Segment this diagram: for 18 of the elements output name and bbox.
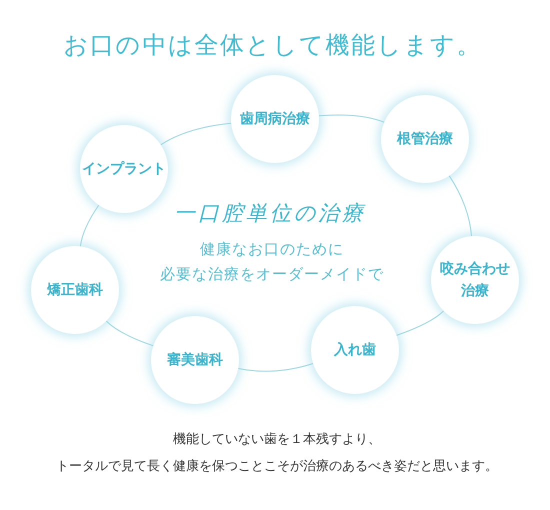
- caption-text: 機能していない歯を１本残すより、トータルで見て長く健康を保つことこそが治療のあるべき姿だと思います。: [56, 431, 498, 476]
- topic-circle: 歯周病治療: [231, 75, 319, 163]
- topic-circle: 咬み合わせ治療: [431, 236, 519, 324]
- connector-line: [396, 310, 444, 336]
- connector-line: [448, 175, 472, 237]
- topic-circle: 根管治療: [381, 95, 469, 183]
- connector-line: [238, 363, 314, 372]
- topic-circle: 入れ歯: [311, 306, 399, 394]
- topic-circle: 審美歯科: [151, 316, 239, 404]
- topic-circle: インプラント: [80, 125, 168, 213]
- topic-circle: 矯正歯科: [31, 246, 119, 334]
- connector-line: [106, 320, 154, 346]
- title: お口の中は全体として機能します。: [64, 30, 482, 61]
- tagline: 健康なお口のために必要な治療をオーダーメイドで: [159, 239, 385, 285]
- connector-line: [318, 114, 385, 123]
- connector-line: [160, 122, 232, 146]
- subheading: 一口腔単位の治療: [174, 200, 366, 227]
- connector-line: [80, 204, 100, 247]
